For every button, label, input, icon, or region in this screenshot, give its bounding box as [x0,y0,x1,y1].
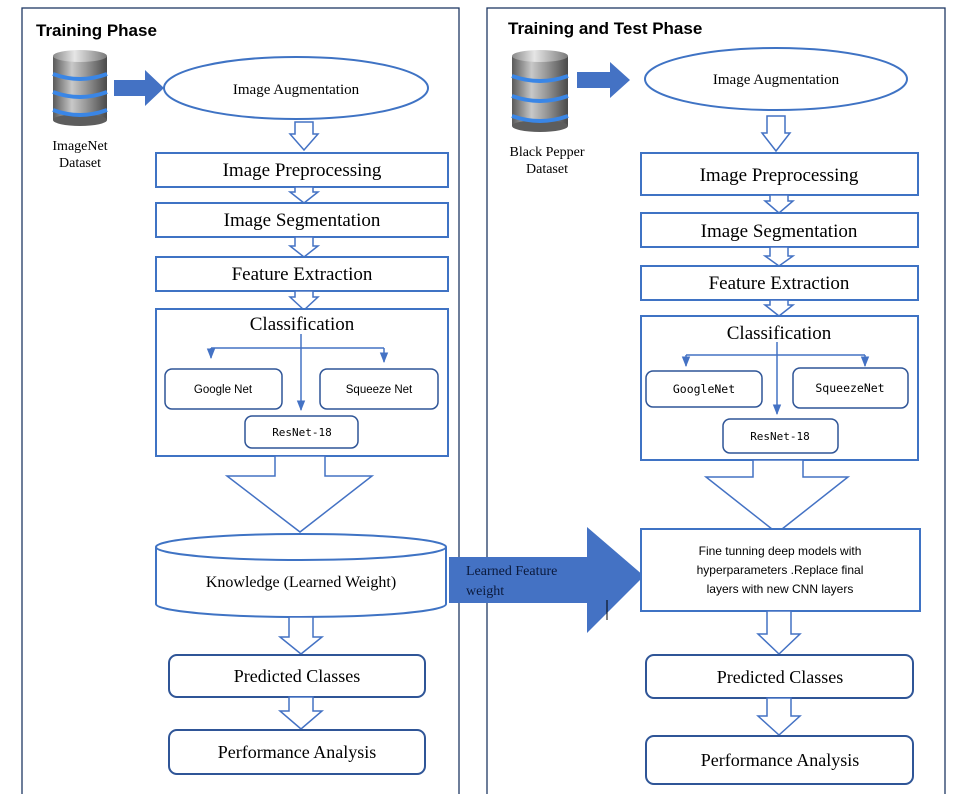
classification-to-knowledge-arrow [224,455,375,533]
predicted-classes-label: Predicted Classes [234,666,360,686]
classification-label: Classification [250,314,355,335]
classification-label: Classification [727,323,832,344]
classification-branches [681,342,870,416]
flow-arrow-3 [287,236,321,258]
googlenet-box [645,370,763,408]
black-pepper-dataset-label-line1: Black Pepper [509,145,584,160]
imagenet-dataset-label-line1: ImageNet [52,139,107,154]
database-icon [511,50,569,132]
flow-arrow-4 [762,299,796,317]
database-icon [52,50,108,126]
image-segmentation-label: Image Segmentation [701,221,858,242]
learned-feature-line1: Learned Feature [466,564,557,579]
squeezenet-label: SqueezeNet [815,381,884,395]
flow-arrow-2 [762,194,796,214]
training-phase-title: Training Phase [36,21,157,40]
squeezenet-box [792,367,909,409]
test-phase-title: Training and Test Phase [508,19,702,38]
flow-arrow-3 [762,246,796,267]
learned-feature-weight-arrow [449,527,644,633]
fine-tuning-label-line3: layers with new CNN layers [707,582,854,596]
image-augmentation-label: Image Augmentation [233,82,360,98]
learned-feature-line2: weight [466,584,504,599]
image-preprocessing-label: Image Preprocessing [223,160,382,181]
performance-analysis-label: Performance Analysis [701,750,859,770]
feature-extraction-box [155,256,449,292]
performance-analysis-label: Performance Analysis [218,742,376,762]
resnet18-label: ResNet-18 [272,426,332,439]
image-augmentation-ellipse [644,47,908,111]
imagenet-dataset-label-line2: Dataset [59,156,101,171]
fine-tuning-label-line2: hyperparameters .Replace final [697,563,864,577]
classification-to-finetune-arrow [703,459,851,534]
classification-branches [206,334,389,412]
feature-extraction-label: Feature Extraction [709,273,850,294]
flow-arrow-5 [277,616,325,655]
image-augmentation-ellipse [163,56,429,120]
image-augmentation-label: Image Augmentation [713,72,840,88]
flow-arrow-4 [288,290,320,312]
flow-arrow-6 [277,696,325,730]
googlenet-label: Google Net [194,384,253,396]
flow-arrow-5 [756,610,802,656]
flow-arrow-1 [288,121,320,152]
image-segmentation-box [155,202,449,238]
test-phase-panel [486,7,946,794]
squeezenet-box [319,368,439,410]
performance-analysis-box [645,735,914,785]
image-segmentation-label: Image Segmentation [224,210,381,231]
knowledge-cylinder [155,533,447,618]
dataset-to-augmentation-arrow [114,70,164,106]
performance-analysis-box [168,729,426,775]
fine-tuning-box [640,528,921,612]
image-preprocessing-label: Image Preprocessing [700,165,859,186]
training-phase-panel [21,7,460,794]
resnet18-box [722,418,839,454]
flow-arrow-6 [756,697,802,737]
googlenet-label: GoogleNet [673,382,735,396]
resnet18-box [244,415,359,449]
flow-arrow-1 [760,115,792,153]
image-segmentation-box [640,212,919,248]
fine-tuning-label-line1: Fine tunning deep models with [699,544,862,558]
black-pepper-dataset-label-line2: Dataset [526,162,568,177]
knowledge-label: Knowledge (Learned Weight) [206,574,396,591]
feature-extraction-label: Feature Extraction [232,264,373,285]
dataset-to-augmentation-arrow [577,62,630,98]
googlenet-box [164,368,283,410]
squeezenet-label: Squeeze Net [346,384,413,396]
predicted-classes-label: Predicted Classes [717,667,843,687]
resnet18-label: ResNet-18 [750,430,810,443]
image-preprocessing-box [155,152,449,188]
flow-arrow-2 [287,186,321,204]
